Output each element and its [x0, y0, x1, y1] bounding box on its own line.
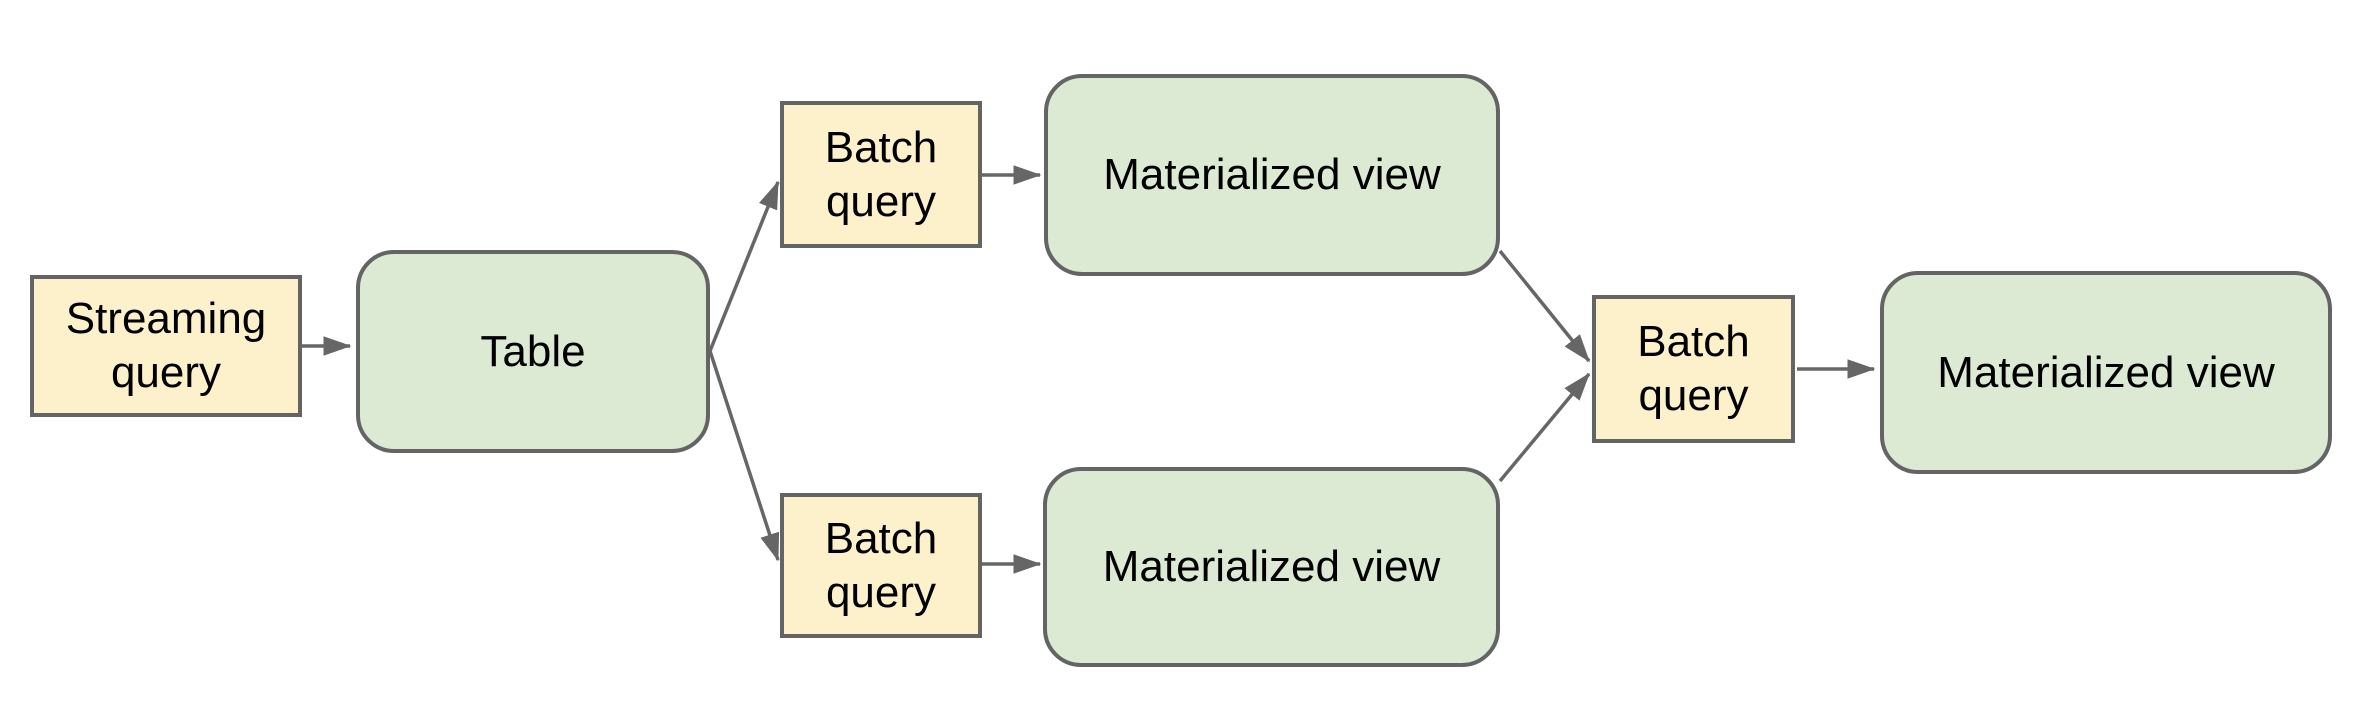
node-batch-query-top: Batch query	[780, 101, 982, 248]
node-batch-query-right: Batch query	[1592, 295, 1795, 443]
node-materialized-view-right: Materialized view	[1880, 271, 2332, 474]
edge-materialized-view-top-to-batch-query-right	[1498, 249, 1591, 363]
node-label: Table	[480, 326, 586, 376]
node-label: Batch query	[1637, 317, 1750, 420]
node-table: Table	[356, 250, 710, 453]
node-batch-query-bottom: Batch query	[780, 493, 982, 638]
node-label: Materialized view	[1103, 150, 1441, 199]
node-streaming-query: Streaming query	[30, 275, 302, 417]
edge-table-to-batch-query-top	[708, 180, 780, 352]
node-materialized-view-bottom: Materialized view	[1043, 467, 1500, 667]
node-label: Batch query	[824, 513, 938, 617]
node-label: Streaming query	[65, 294, 267, 397]
edge-table-to-batch-query-bottom	[708, 350, 780, 562]
node-materialized-view-top: Materialized view	[1044, 74, 1500, 276]
node-label: Materialized view	[1102, 542, 1441, 591]
node-label: Batch query	[824, 122, 938, 226]
edge-materialized-view-bottom-to-batch-query-right	[1498, 372, 1591, 483]
node-label: Materialized view	[1937, 347, 2275, 397]
